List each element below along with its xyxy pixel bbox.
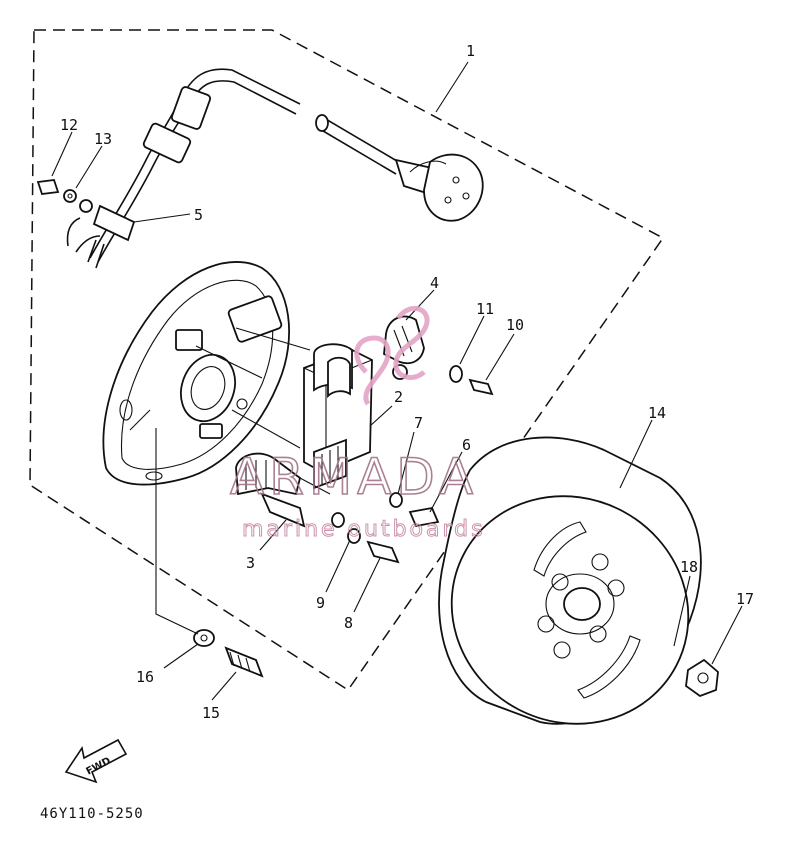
callout-7: 7 [414,414,423,432]
part-code: 46Y110-5250 [40,806,144,822]
screw-15 [224,646,264,678]
watermark-tagline: marine outboards [242,517,486,542]
washer-7 [389,492,403,508]
lead-wire-harness [89,68,484,263]
watermark-brand: ARMADA [230,448,478,506]
callout-12: 12 [60,116,78,134]
callout-leaders [51,61,743,701]
callout-6: 6 [462,436,471,454]
washer-16 [193,629,215,647]
callout-11: 11 [476,300,494,318]
callout-10: 10 [506,316,524,334]
callout-8: 8 [344,614,353,632]
stator-base-plate [102,261,311,486]
callout-14: 14 [648,404,666,422]
nut-17 [685,658,719,698]
callout-18: 18 [680,558,698,576]
cdi-unit [303,343,373,490]
callout-9: 9 [316,594,325,612]
armada-logo-icon [354,305,430,406]
callout-17: 17 [736,590,754,608]
callout-1: 1 [466,42,475,60]
callout-16: 16 [136,668,154,686]
callout-2: 2 [394,388,403,406]
callout-5: 5 [194,206,203,224]
callout-15: 15 [202,704,220,722]
callout-13: 13 [94,130,112,148]
screw-8 [366,540,400,564]
wire-clamp-and-fasteners [36,179,136,269]
armada-watermark: ARMADA marine outboards [229,305,486,543]
washer-11 [449,365,463,383]
washer-9a [331,512,345,528]
forward-direction-arrow: FWD [64,738,128,784]
pulser-coil [235,452,331,528]
flywheel-rotor [438,436,702,725]
screw-10 [468,378,494,396]
fwd-label: FWD [84,756,112,778]
callout-labels: 1 2 3 4 5 6 7 8 9 10 11 12 13 14 15 16 1… [60,42,754,722]
callout-3: 3 [246,554,255,572]
washer-9b [347,528,361,544]
screw-6 [408,506,440,528]
callout-4: 4 [430,274,439,292]
